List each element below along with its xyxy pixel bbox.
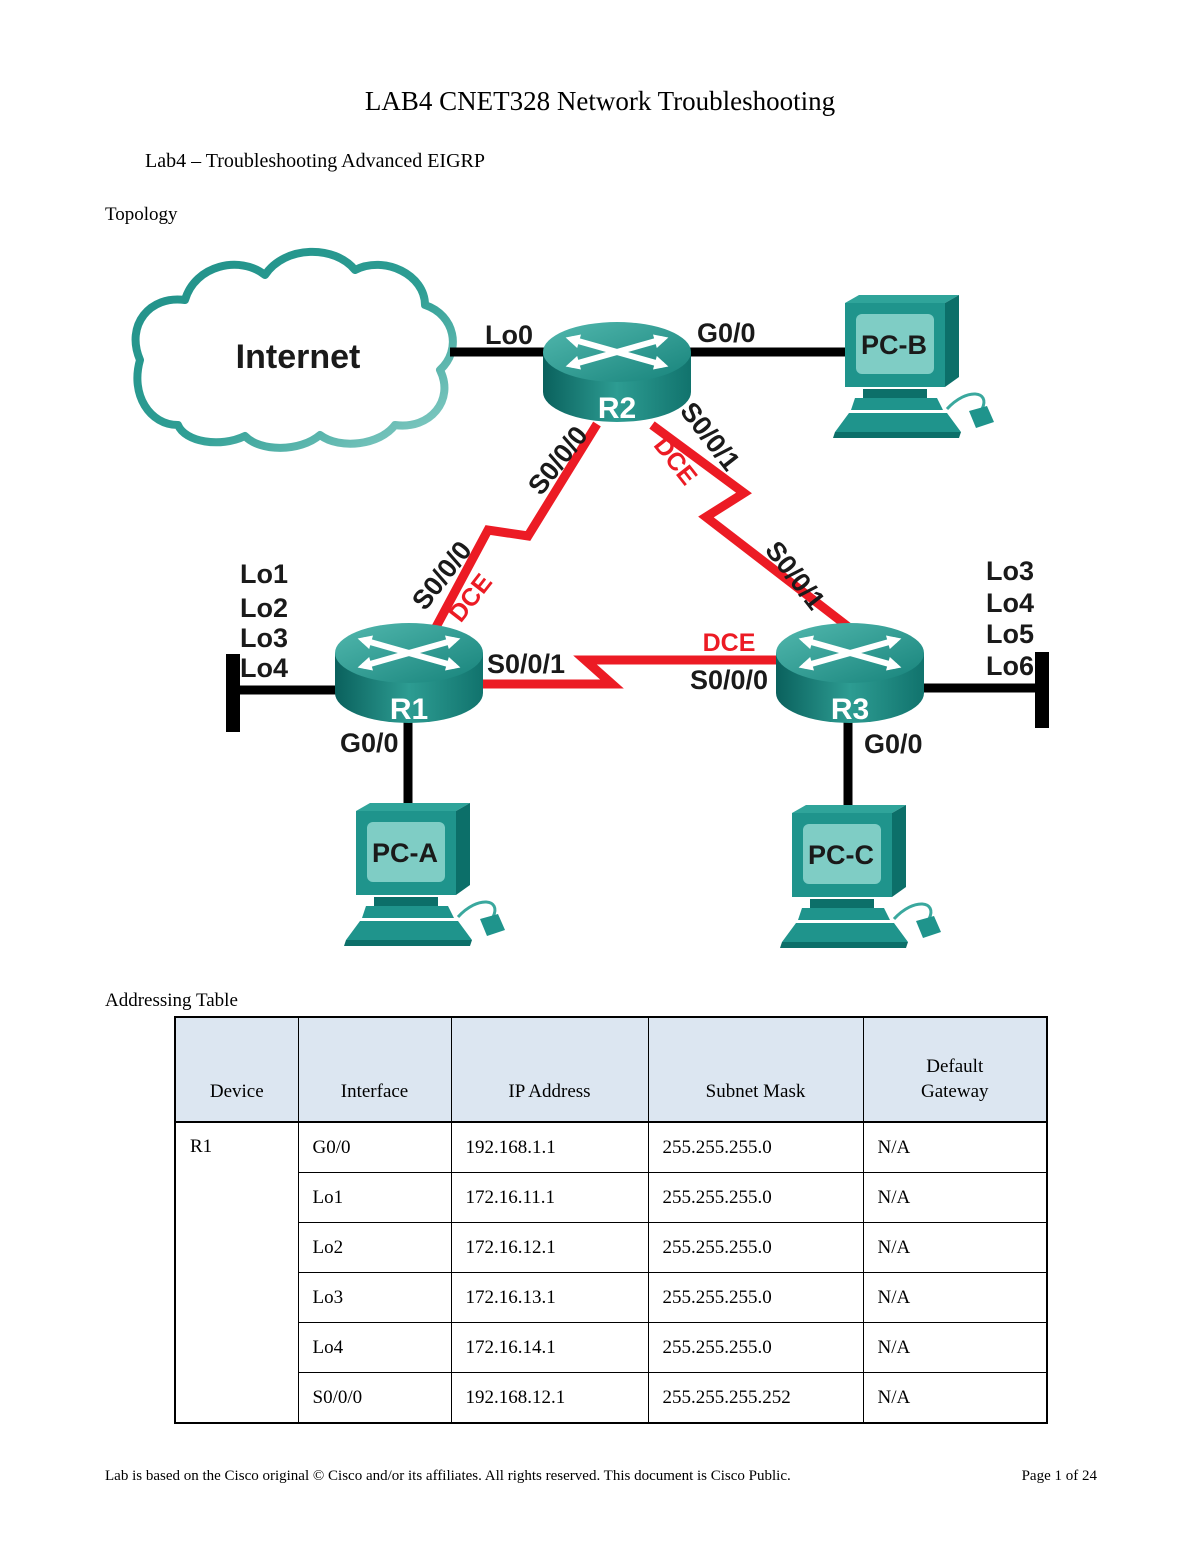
ip-cell: 172.16.13.1	[450, 1272, 649, 1323]
gateway-cell: N/A	[862, 1322, 1048, 1373]
device-cell: R1	[174, 1121, 299, 1424]
addressing-table: Device Interface IP Address Subnet Mask …	[174, 1016, 1048, 1424]
label-r3-lo5: Lo5	[986, 619, 1034, 649]
addressing-table-heading: Addressing Table	[105, 990, 238, 1011]
mask-cell: 255.255.255.0	[647, 1272, 864, 1323]
interface-cell: Lo3	[297, 1272, 452, 1323]
link-r2-r3-serial	[649, 421, 858, 636]
link-r1-r2-serial	[424, 421, 601, 645]
mask-cell: 255.255.255.0	[647, 1322, 864, 1373]
pc-c: PC-C	[778, 803, 943, 950]
label-s001-r1: S0/0/1	[487, 649, 565, 679]
label-r1-lo3: Lo3	[240, 623, 288, 653]
interface-cell: Lo1	[297, 1172, 452, 1223]
label-lo0: Lo0	[485, 320, 533, 350]
mask-cell: 255.255.255.0	[647, 1121, 864, 1173]
topology-heading: Topology	[105, 204, 178, 225]
label-r3-lo4: Lo4	[986, 588, 1034, 618]
col-header-gateway: Default Gateway	[862, 1016, 1048, 1123]
interface-cell: G0/0	[297, 1121, 452, 1173]
gateway-cell: N/A	[862, 1222, 1048, 1273]
router-r1: R1	[335, 623, 483, 726]
label-g00-r2: G0/0	[697, 318, 756, 348]
ip-cell: 172.16.11.1	[450, 1172, 649, 1223]
gateway-cell: N/A	[862, 1121, 1048, 1173]
col-header-device: Device	[174, 1016, 299, 1123]
ip-cell: 172.16.12.1	[450, 1222, 649, 1273]
page-title: LAB4 CNET328 Network Troubleshooting	[364, 86, 836, 116]
label-r1-lo1: Lo1	[240, 559, 288, 589]
label-g00-r3: G0/0	[864, 729, 923, 759]
mask-cell: 255.255.255.0	[647, 1222, 864, 1273]
interface-cell: S0/0/0	[297, 1372, 452, 1424]
internet-label: Internet	[236, 338, 361, 376]
page-footer: Page 1 of 24 Lab is based on the Cisco o…	[105, 1468, 1097, 1485]
pc-b-label: PC-B	[861, 330, 927, 360]
topology-diagram: Internet R2 R1	[131, 247, 1049, 950]
router-r3: R3	[776, 623, 924, 726]
label-g00-r1: G0/0	[340, 728, 399, 758]
label-dce-r3: DCE	[703, 629, 756, 657]
pc-a: PC-A	[342, 801, 507, 948]
pc-a-label: PC-A	[372, 838, 438, 868]
gateway-cell: N/A	[862, 1272, 1048, 1323]
table-row: Lo2 172.16.12.1 255.255.255.0 N/A	[175, 1222, 1048, 1273]
ip-cell: 172.16.14.1	[450, 1322, 649, 1373]
label-s000-r3: S0/0/0	[690, 665, 768, 695]
router-r3-label: R3	[831, 693, 869, 726]
link-r1-r3-serial	[483, 655, 778, 689]
mask-cell: 255.255.255.252	[647, 1372, 864, 1424]
table-row: S0/0/0 192.168.12.1 255.255.255.252 N/A	[175, 1372, 1048, 1424]
ip-cell: 192.168.12.1	[450, 1372, 649, 1424]
mask-cell: 255.255.255.0	[647, 1172, 864, 1223]
pc-c-label: PC-C	[808, 840, 874, 870]
label-r3-lo3: Lo3	[986, 556, 1034, 586]
page-number: Page 1 of 24	[1021, 1468, 1097, 1484]
gateway-cell: N/A	[862, 1172, 1048, 1223]
col-header-interface: Interface	[297, 1016, 452, 1123]
label-r3-lo6: Lo6	[986, 651, 1034, 681]
interface-cell: Lo2	[297, 1222, 452, 1273]
col-header-ip: IP Address	[450, 1016, 649, 1123]
table-row: R1 G0/0 192.168.1.1 255.255.255.0 N/A	[174, 1121, 1048, 1424]
table-row: Lo4 172.16.14.1 255.255.255.0 N/A	[175, 1322, 1048, 1373]
table-header-row: Device Interface IP Address Subnet Mask …	[174, 1016, 1048, 1123]
table-row: Lo1 172.16.11.1 255.255.255.0 N/A	[175, 1172, 1048, 1223]
interface-cell: Lo4	[297, 1322, 452, 1373]
label-r1-lo4: Lo4	[240, 653, 288, 683]
label-r1-lo2: Lo2	[240, 593, 288, 623]
router-r2: R2	[543, 322, 691, 425]
router-r1-label: R1	[390, 693, 428, 726]
copyright-text: Lab is based on the Cisco original © Cis…	[105, 1468, 791, 1484]
col-header-mask: Subnet Mask	[647, 1016, 864, 1123]
router-r2-label: R2	[598, 392, 636, 425]
page-subtitle: Lab4 – Troubleshooting Advanced EIGRP	[145, 150, 485, 172]
pc-b: PC-B	[831, 293, 996, 440]
ip-cell: 192.168.1.1	[450, 1121, 649, 1173]
internet-cloud	[131, 247, 457, 452]
gateway-cell: N/A	[862, 1372, 1048, 1424]
table-row: Lo3 172.16.13.1 255.255.255.0 N/A	[175, 1272, 1048, 1323]
label-s001-r3: S0/0/1	[759, 535, 831, 615]
